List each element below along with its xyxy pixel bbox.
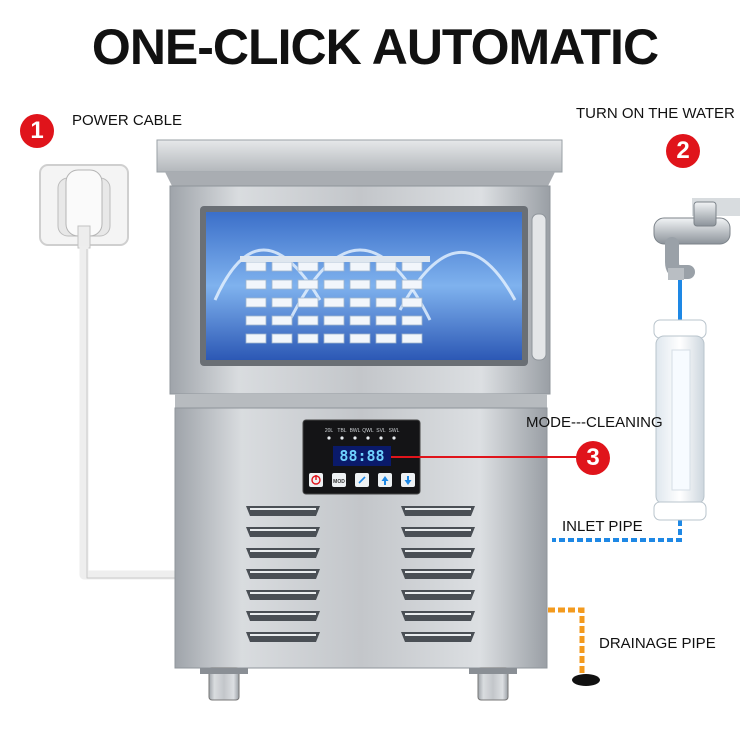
- arrow-up-icon[interactable]: [378, 473, 392, 487]
- step-2-badge: 2: [666, 134, 700, 168]
- vent-slats: [246, 506, 475, 642]
- clean-icon[interactable]: [355, 473, 369, 487]
- ice-cube-grid: [240, 256, 430, 344]
- power-icon[interactable]: [309, 473, 323, 487]
- drain-hole: [572, 674, 600, 686]
- indicator-label: BWL: [350, 428, 361, 434]
- indicator-label: SWL: [389, 428, 400, 434]
- wall-socket-icon: [39, 164, 129, 249]
- headline: ONE-CLICK AUTOMATIC: [91, 19, 659, 75]
- step-3-badge: 3: [576, 441, 610, 475]
- step-2-label: TURN ON THE WATER: [576, 105, 735, 122]
- indicator-label: 20L: [325, 428, 334, 434]
- water-tap-icon: [653, 198, 740, 280]
- indicator-dot: [353, 436, 357, 440]
- step-1-label: POWER CABLE: [72, 112, 183, 129]
- drainage-pipe-label: DRAINAGE PIPE: [599, 635, 716, 652]
- machine-upper-body: [169, 185, 551, 395]
- step-1-badge: 1: [20, 114, 54, 148]
- power-cable: [79, 246, 205, 580]
- drainage-pipe: [548, 607, 585, 678]
- water-filter-icon: [653, 319, 707, 521]
- indicator-dot: [327, 436, 331, 440]
- machine-feet: [200, 667, 517, 701]
- indicator-dot: [379, 436, 383, 440]
- led-display: 88:88: [333, 446, 391, 466]
- indicator-label: QWL: [362, 428, 374, 434]
- svg-text:MOD: MOD: [333, 479, 345, 485]
- step-3-label: MODE---CLEANING: [526, 414, 663, 431]
- inlet-pipe-label: INLET PIPE: [562, 518, 643, 535]
- indicator-dot: [392, 436, 396, 440]
- machine-lid: [156, 139, 563, 186]
- indicator-dot: [366, 436, 370, 440]
- arrow-down-icon[interactable]: [401, 473, 415, 487]
- mode-icon[interactable]: MOD: [332, 473, 346, 487]
- indicator-label: TBL: [337, 428, 346, 434]
- indicator-label: SVL: [376, 428, 386, 434]
- indicator-dot: [340, 436, 344, 440]
